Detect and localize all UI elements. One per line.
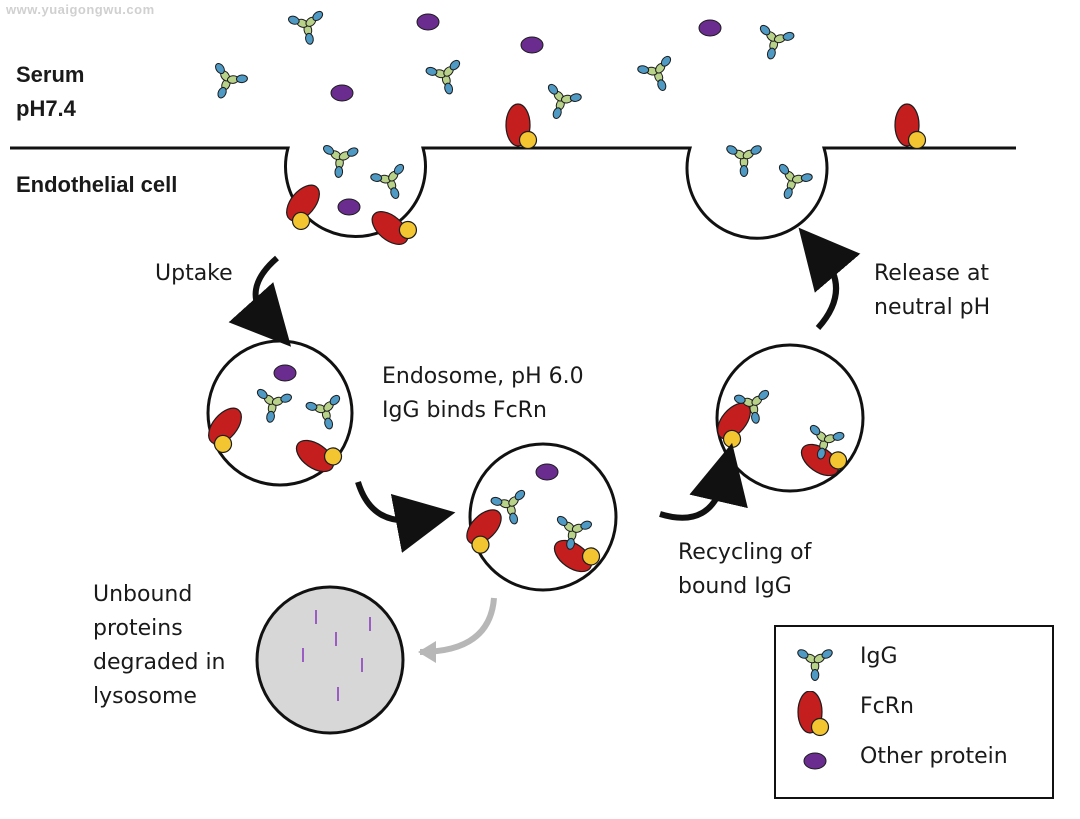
release-label-line1: Release at xyxy=(874,261,990,286)
legend-fcrn-label: FcRn xyxy=(860,694,914,719)
release-arrow xyxy=(798,227,861,330)
unbound-label-line2: proteins xyxy=(93,616,183,641)
fcrn-icon xyxy=(797,691,830,737)
release-pit-contents xyxy=(724,143,816,206)
recycling-arrow xyxy=(659,442,748,521)
legend-row-other: Other protein xyxy=(776,741,1052,781)
recycling-label-line1: Recycling of xyxy=(678,540,812,565)
serum-label-line1: Serum xyxy=(16,62,85,87)
unbound-label-line4: lysosome xyxy=(93,684,197,709)
degradation-arrowhead xyxy=(418,641,436,663)
lysosome xyxy=(255,585,405,735)
uptake-arrow xyxy=(228,255,292,347)
endosome-to-binding-arrow xyxy=(355,481,456,553)
unbound-label: Unbound proteins degraded in lysosome xyxy=(93,578,226,714)
unbound-label-line1: Unbound xyxy=(93,582,193,607)
release-label: Release at neutral pH xyxy=(874,257,990,325)
serum-label: Serum pH7.4 xyxy=(16,58,84,126)
degradation-arrow xyxy=(419,597,497,655)
legend-other-label: Other protein xyxy=(860,744,1008,769)
cell-membrane xyxy=(10,146,1016,240)
uptake-label: Uptake xyxy=(155,261,233,286)
membrane-fcrn-receptors xyxy=(505,103,927,150)
legend-row-igg: IgG xyxy=(776,641,1052,681)
endosome-label-line1: Endosome, pH 6.0 xyxy=(382,364,584,389)
degraded-fragments xyxy=(302,610,371,701)
legend: IgG FcRn Other protein xyxy=(774,625,1054,799)
release-label-line2: neutral pH xyxy=(874,295,991,320)
endosome-label: Endosome, pH 6.0 IgG binds FcRn xyxy=(382,360,584,428)
other-protein-icon xyxy=(803,752,827,770)
endosome-label-line2: IgG binds FcRn xyxy=(382,398,547,423)
serum-label-line2: pH7.4 xyxy=(16,96,76,121)
igg-icon xyxy=(795,647,835,681)
recycling-label: Recycling of bound IgG xyxy=(678,536,811,604)
watermark: www.yuaigongwu.com xyxy=(6,2,155,17)
unbound-label-line3: degraded in xyxy=(93,650,226,675)
legend-row-fcrn: FcRn xyxy=(776,691,1052,737)
endothelial-cell-label: Endothelial cell xyxy=(16,172,178,197)
recycling-label-line2: bound IgG xyxy=(678,574,792,599)
legend-igg-label: IgG xyxy=(860,644,898,669)
